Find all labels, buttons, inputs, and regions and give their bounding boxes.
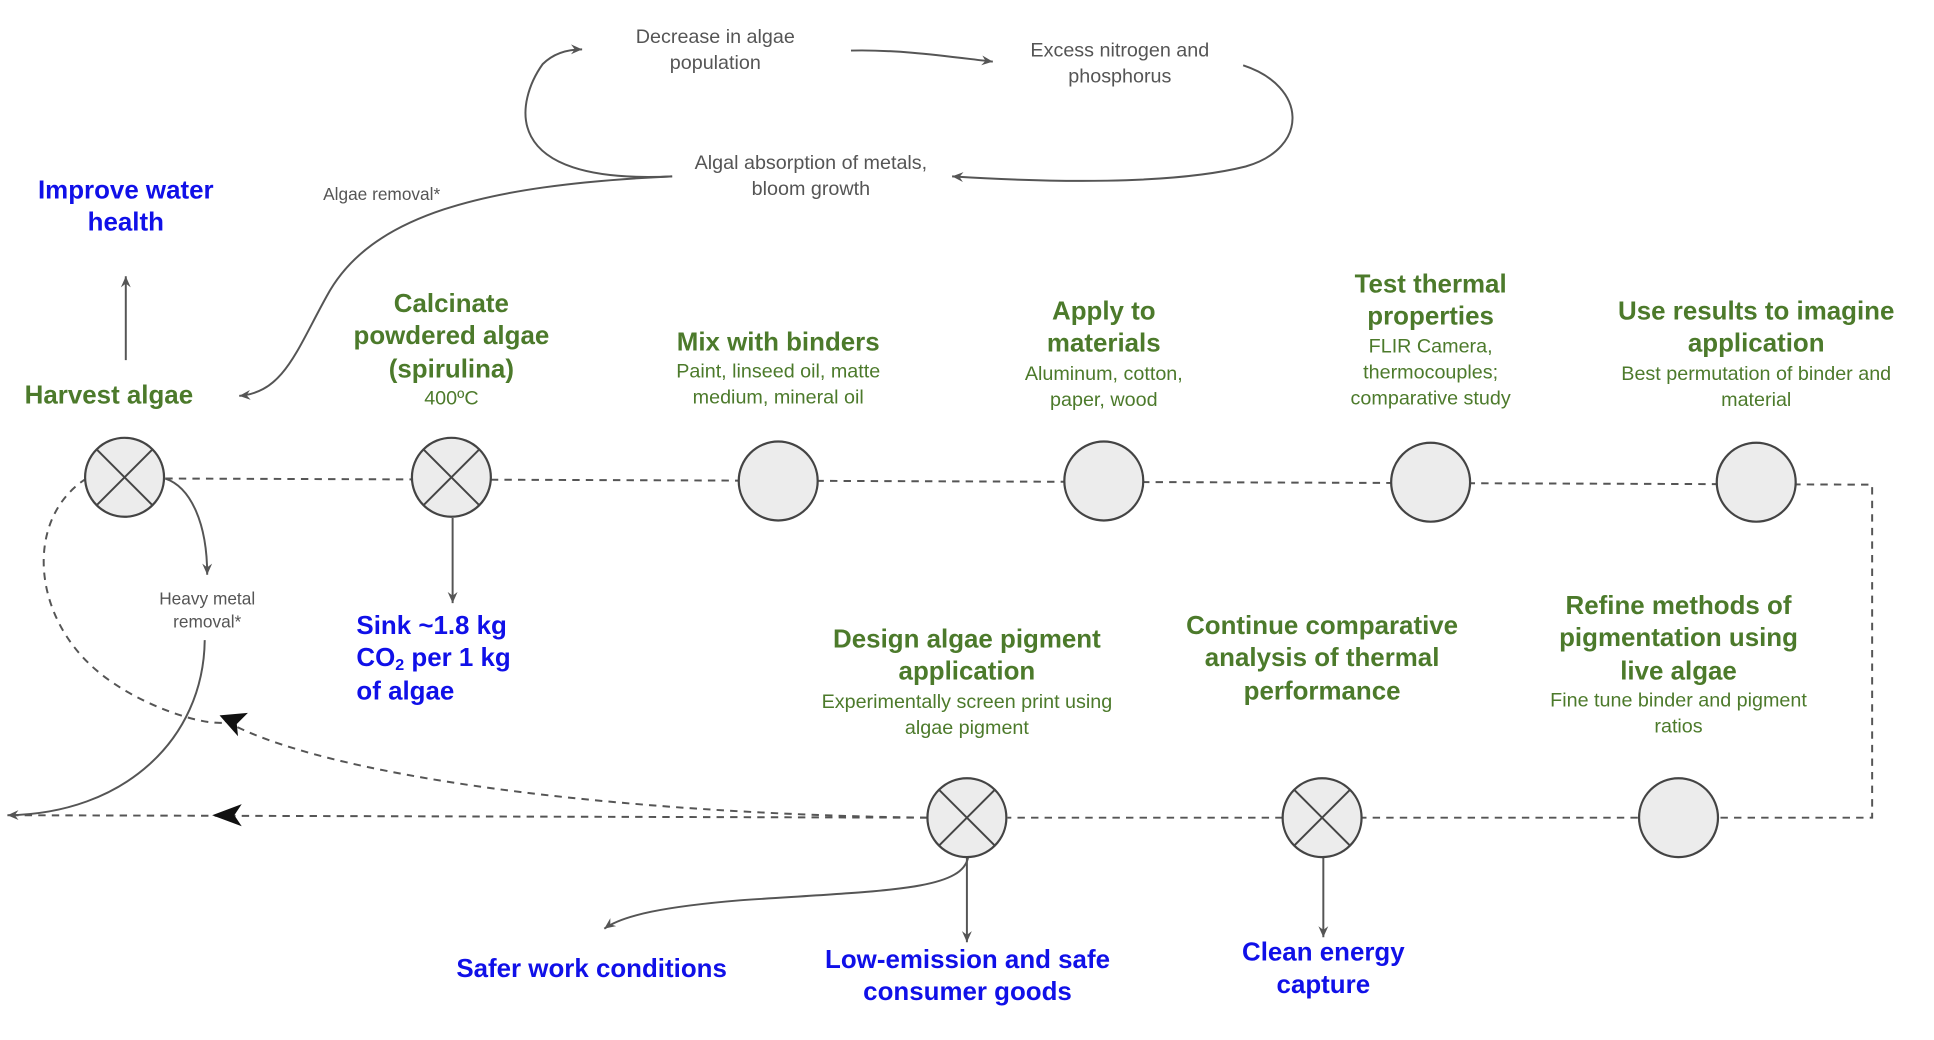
step-refine: Refine methods of pigmentation using liv… — [1543, 591, 1814, 740]
step-analysis: Continue comparative analysis of thermal… — [1174, 610, 1470, 707]
impact-water-health: Improve water health — [37, 176, 214, 238]
impact-safer-work: Safer work conditions — [456, 954, 727, 983]
main-flow-top — [165, 477, 1874, 819]
harvest-title: Harvest algae — [24, 381, 194, 410]
loop-absorption-label: Algal absorption of metals, bloom growth — [694, 152, 928, 200]
step-design-detail: Experimentally screen print using algae … — [821, 691, 1113, 739]
step-mix-title: Mix with binders — [676, 328, 880, 357]
node-test — [1390, 441, 1472, 523]
step-calcinate: Calcinate powdered algae (spirulina) 400… — [334, 289, 568, 412]
loop-arrow-to-excess — [850, 49, 993, 66]
step-apply-title: Apply to materials — [1046, 297, 1161, 358]
sink-line-3: of algae — [356, 676, 455, 706]
node-design — [926, 777, 1008, 859]
step-test-detail: FLIR Camera, thermocouples; comparative … — [1350, 336, 1511, 410]
node-calcinate — [410, 436, 492, 518]
step-calcinate-detail: 400ºC — [424, 388, 479, 410]
algae-removal-arrow — [239, 175, 673, 400]
node-apply — [1063, 440, 1145, 522]
step-use-results: Use results to imagine application Best … — [1614, 296, 1898, 413]
impact-consumer-goods: Low-emission and safe consumer goods — [825, 945, 1111, 1007]
step-test: Test thermal properties FLIR Camera, the… — [1326, 269, 1536, 412]
harvest-dashed-loop — [42, 477, 225, 724]
node-refine — [1637, 777, 1720, 859]
impact-clean-energy: Clean energy capture — [1241, 938, 1405, 1000]
step-mix: Mix with binders Paint, linseed oil, mat… — [649, 327, 908, 411]
design-to-safer-arrow — [603, 856, 970, 930]
node-use-results — [1715, 441, 1797, 523]
step-use-results-title: Use results to imagine application — [1618, 297, 1895, 358]
step-mix-detail: Paint, linseed oil, matte medium, minera… — [676, 361, 881, 409]
step-calcinate-title: Calcinate powdered algae (spirulina) — [353, 289, 550, 383]
step-design-title: Design algae pigment application — [833, 625, 1101, 687]
step-design: Design algae pigment application Experim… — [819, 624, 1115, 741]
feedback-dashed-curve — [221, 718, 928, 819]
node-mix — [737, 440, 819, 522]
heavy-metal-note: Heavy metal removal* — [159, 588, 256, 632]
sink-line-1: Sink ~1.8 kg — [356, 611, 507, 641]
algae-removal-note: Algae removal* — [323, 183, 441, 204]
loop-arrow-to-absorption — [952, 64, 1294, 182]
step-test-title: Test thermal properties — [1354, 270, 1507, 331]
dash-arrowhead-bottom — [212, 804, 242, 827]
step-refine-detail: Fine tune binder and pigment ratios — [1550, 690, 1807, 738]
node-analysis — [1281, 777, 1363, 859]
main-flow-return — [4, 814, 928, 819]
sink-line-2: CO2 per 1 kg — [356, 644, 511, 674]
step-apply: Apply to materials Aluminum, cotton, pap… — [999, 296, 1209, 413]
loop-excess-label: Excess nitrogen and phosphorus — [1030, 40, 1210, 88]
step-use-results-detail: Best permutation of binder and material — [1621, 363, 1892, 411]
heavy-metal-arrow — [164, 477, 213, 575]
loop-arrow-to-decrease — [524, 44, 673, 178]
loop-decrease-label: Decrease in algae population — [635, 27, 795, 75]
heavy-metal-return-arrow — [7, 640, 206, 821]
step-refine-title: Refine methods of pigmentation using liv… — [1559, 591, 1798, 686]
step-apply-detail: Aluminum, cotton, paper, wood — [1024, 363, 1183, 411]
impact-carbon-sink: Sink ~1.8 kg CO2 per 1 kg of algae — [356, 610, 510, 707]
dash-arrowhead-mid — [219, 712, 248, 737]
step-analysis-title: Continue comparative analysis of thermal… — [1186, 611, 1459, 705]
node-harvest — [83, 436, 166, 518]
